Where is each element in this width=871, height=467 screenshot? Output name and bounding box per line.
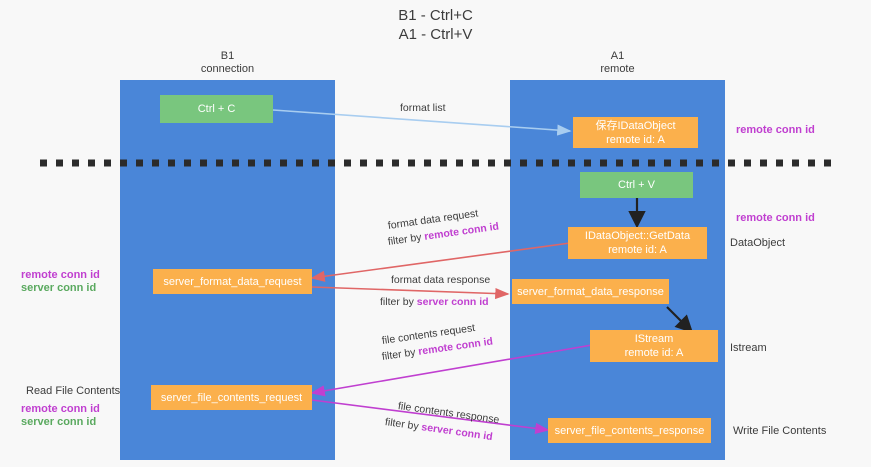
edge-label-file-contents-response-group: file contents response filter by server …	[384, 399, 500, 443]
right-label-dataobject: DataObject	[730, 237, 786, 249]
node-ctrl-v[interactable]: Ctrl + V	[580, 172, 693, 198]
node-ctrl-c[interactable]: Ctrl + C	[160, 95, 273, 123]
node-server-file-contents-response[interactable]: server_file_contents_response	[548, 418, 711, 443]
filter-prefix: filter by	[387, 230, 426, 248]
right-label-remote-conn-id-top: remote conn id	[736, 124, 815, 136]
filter-prefix: filter by	[381, 345, 420, 363]
lane-header-b1: B1 connection	[200, 50, 255, 75]
filter-prefix: filter by	[384, 416, 423, 434]
node-idataobject-getdata[interactable]: IDataObject::GetData remote id: A	[568, 227, 707, 259]
page-title: B1 - Ctrl+C A1 - Ctrl+V	[398, 7, 473, 43]
edge-label-format-data-response-filter: filter by server conn id	[380, 295, 490, 310]
left-label-server-conn-id: server conn id	[21, 282, 97, 294]
filter-prefix: filter by	[380, 296, 417, 308]
right-label-write-file-contents: Write File Contents	[733, 425, 827, 437]
left-label-remote-conn-id: remote conn id	[21, 269, 100, 281]
node-server-file-contents-request[interactable]: server_file_contents_request	[151, 385, 312, 410]
filter-key-server-conn-id: server conn id	[416, 296, 489, 308]
edge-label-format-list: format list	[400, 102, 446, 114]
left-label-remote-conn-id-2: remote conn id	[21, 403, 100, 415]
left-label-read-file-contents: Read File Contents	[26, 385, 121, 397]
edge-label-file-contents-request-group: file contents request filter by remote c…	[381, 322, 494, 365]
edge-label-format-data-response-group: format data response filter by server co…	[380, 273, 491, 310]
edge-label-format-data-response: format data response	[391, 274, 491, 286]
left-label-server-conn-id-2: server conn id	[21, 416, 97, 428]
node-server-format-data-response[interactable]: server_format_data_response	[512, 279, 669, 304]
node-save-idataobject[interactable]: 保存IDataObject remote id: A	[573, 117, 698, 148]
edge-label-format-data-request-group: format data request filter by remote con…	[387, 207, 500, 250]
node-server-format-data-request[interactable]: server_format_data_request	[153, 269, 312, 294]
right-label-istream: Istream	[730, 342, 767, 354]
right-label-remote-conn-id-mid: remote conn id	[736, 212, 815, 224]
lane-header-a1: A1 remote	[600, 50, 635, 75]
node-istream[interactable]: IStream remote id: A	[590, 330, 718, 362]
